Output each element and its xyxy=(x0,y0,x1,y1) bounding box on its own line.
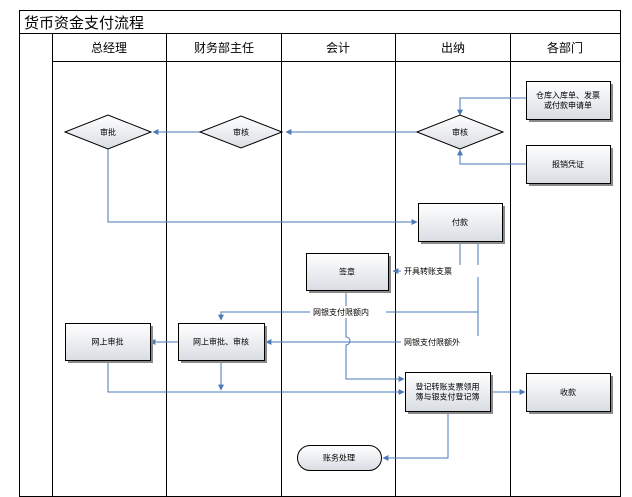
node-accounting-terminator xyxy=(297,445,382,471)
diagram-title: 货币资金支付流程 xyxy=(24,14,144,32)
node-warehouse-receipt-box xyxy=(526,81,611,120)
node-director-review-diamond xyxy=(198,115,284,149)
arrow-gm-to-payment xyxy=(107,149,418,225)
node-receive-payment-label: 收款 xyxy=(560,387,576,397)
arrow-receipt-to-review xyxy=(457,97,526,116)
node-sign-seal-label: 签章 xyxy=(339,267,355,277)
node-reimburse-voucher: 报销凭证 xyxy=(526,145,613,186)
node-warehouse-receipt-label: 仓库入库单、发票 xyxy=(536,90,600,100)
label-online-beyond-limit: 网银支付限额外 xyxy=(404,337,460,347)
lane-header-director: 财务部主任 xyxy=(194,40,254,55)
lane-header-accountant: 会计 xyxy=(326,41,350,55)
node-cashier-review: 审核 xyxy=(415,114,505,150)
node-sign-seal-box xyxy=(306,253,389,291)
node-gm-approve-label: 审批 xyxy=(100,127,116,137)
node-online-approve-review-box xyxy=(178,323,265,361)
node-payment-label: 付款 xyxy=(452,217,468,227)
lane-header-departments: 各部门 xyxy=(547,40,583,55)
connector-labels: 开具转账支票 网银支付限额内 网银支付限额外 xyxy=(310,265,485,348)
node-warehouse-receipt-label: 或付款申请单 xyxy=(544,100,592,110)
node-accounting-label: 账务处理 xyxy=(323,453,355,463)
node-reimburse-voucher-box xyxy=(526,145,611,184)
lane-header-cashier: 出纳 xyxy=(441,41,465,55)
node-cashier-review-label: 审核 xyxy=(452,127,468,137)
label-online-within-limit: 网银支付限额内 xyxy=(313,307,369,317)
lane-header-gm: 总经理 xyxy=(91,41,127,55)
node-receive-payment: 收款 xyxy=(526,373,613,414)
lane-headers: 总经理 财务部主任 会计 出纳 各部门 xyxy=(91,40,583,55)
node-online-approve-review: 网上审批、审核 xyxy=(178,323,267,363)
node-online-approve-review-label: 网上审批、审核 xyxy=(193,337,249,347)
node-register-book-label: 登记转账支票领用 xyxy=(416,382,480,392)
node-sign-seal: 签章 xyxy=(306,253,391,293)
node-online-approve: 网上审批 xyxy=(65,323,153,363)
node-online-approve-label: 网上审批 xyxy=(92,337,124,347)
arrow-online-to-register xyxy=(107,360,405,395)
node-register-book-label: 簿与银支付登记簿 xyxy=(416,392,480,402)
node-director-review-label: 审核 xyxy=(233,127,249,137)
arrow-voucher-to-review xyxy=(457,149,526,165)
node-reimburse-voucher-label: 报销凭证 xyxy=(552,159,584,169)
node-gm-approve: 审批 xyxy=(63,114,153,150)
node-cashier-review-diamond xyxy=(415,114,505,150)
node-online-approve-box xyxy=(65,323,151,361)
node-register-book-box xyxy=(405,372,491,412)
node-payment-box xyxy=(418,203,503,242)
arrow-sign-to-register xyxy=(345,290,405,382)
node-gm-approve-diamond xyxy=(63,114,153,150)
node-receive-payment-box xyxy=(526,373,611,412)
label-issue-transfer: 开具转账支票 xyxy=(404,266,452,276)
node-accounting: 账务处理 xyxy=(297,445,382,471)
node-director-review: 审核 xyxy=(198,115,284,149)
arrow-register-to-accounting xyxy=(382,411,449,461)
node-payment: 付款 xyxy=(418,203,505,244)
